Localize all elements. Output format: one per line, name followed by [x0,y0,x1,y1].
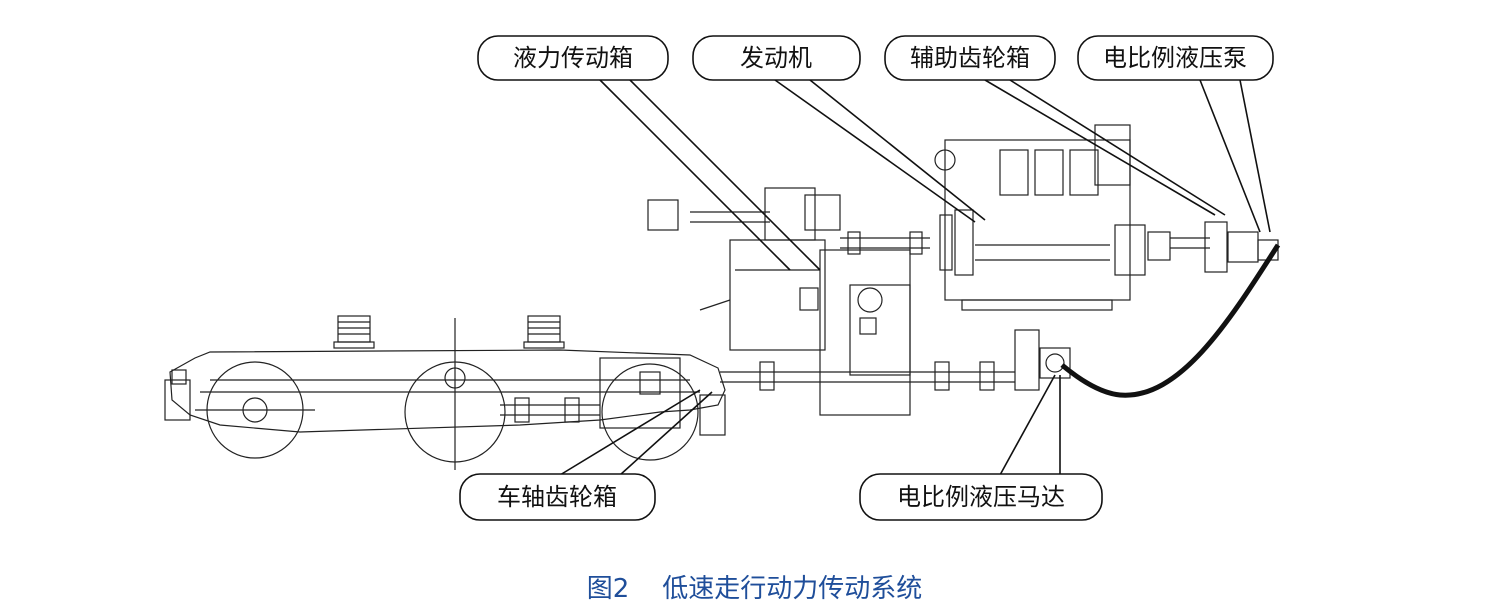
callout-proportional-motor: 电比例液压马达 [859,473,1103,521]
hydraulic-motor-shape [1039,347,1071,379]
figure-caption: 图2 低速走行动力传动系统 [0,568,1509,605]
right-spring [523,315,565,349]
callout-proportional-motor-label: 电比例液压马达 [897,483,1065,511]
callout-axle-gearbox: 车轴齿轮箱 [459,473,656,521]
lower-cardan-shaft [720,329,1040,391]
figure-number: 图2 [586,574,630,604]
callout-auxiliary-gearbox: 辅助齿轮箱 [884,35,1056,81]
hydraulic-hose [1060,243,1281,398]
callout-hydraulic-transmission-label: 液力传动箱 [513,44,633,72]
upper-cardan-shaft [840,231,930,255]
callout-axle-gearbox-label: 车轴齿轮箱 [497,483,617,511]
bogie-frame [164,315,726,470]
callout-hydraulic-transmission: 液力传动箱 [477,35,669,81]
callout-proportional-pump: 电比例液压泵 [1077,35,1274,81]
callout-proportional-pump-label: 电比例液压泵 [1103,44,1247,72]
callout-engine: 发动机 [692,35,861,81]
left-spring [333,315,375,349]
callout-engine-label: 发动机 [740,44,812,72]
callout-auxiliary-gearbox-label: 辅助齿轮箱 [910,44,1030,72]
figure-title: 低速走行动力传动系统 [662,574,923,604]
engine-body [934,124,1171,311]
auxiliary-gearbox-shape [1170,221,1279,273]
